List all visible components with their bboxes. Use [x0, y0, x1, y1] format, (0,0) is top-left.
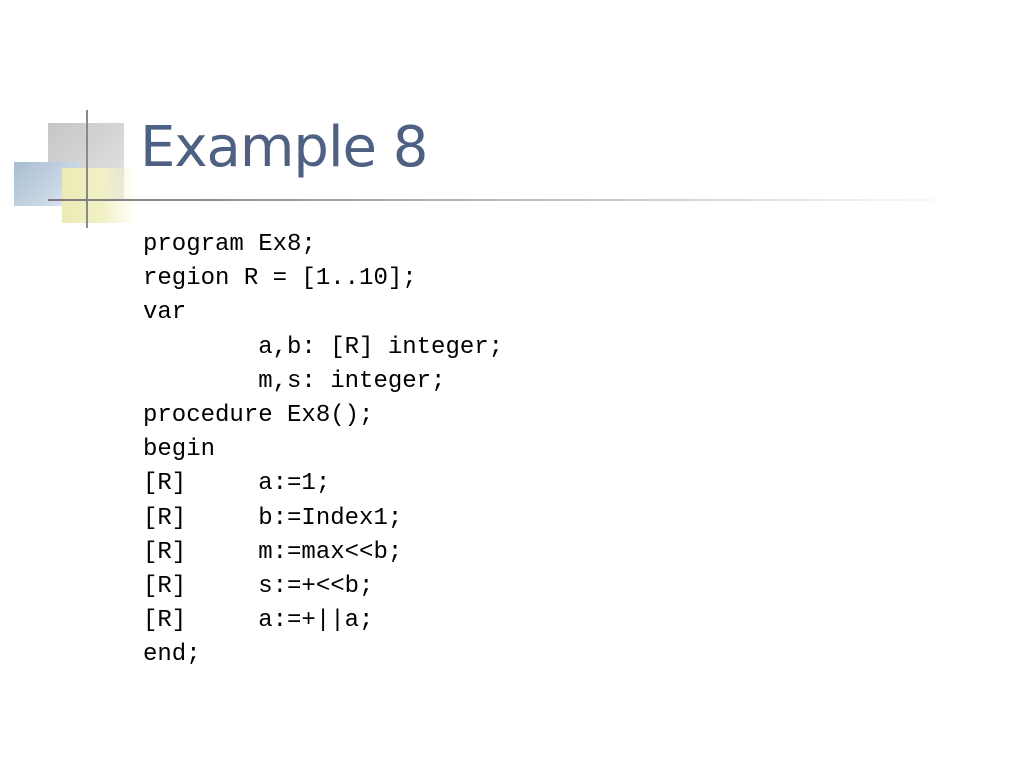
- code-line: a,b: [R] integer;: [143, 333, 504, 361]
- code-line: [R] a:=1;: [143, 470, 331, 498]
- code-line: [R] m:=max<<b;: [143, 538, 403, 566]
- code-line: end;: [143, 641, 201, 669]
- decorative-yellow-square: [62, 168, 136, 223]
- code-line: begin: [143, 436, 216, 464]
- decorative-vertical-line: [86, 110, 88, 228]
- slide-title: Example 8: [140, 115, 428, 180]
- code-line: program Ex8;: [143, 231, 316, 258]
- code-line: m,s: integer;: [143, 367, 446, 395]
- code-line: [R] s:=+<<b;: [143, 572, 374, 600]
- code-line: region R = [1..10];: [143, 265, 417, 293]
- code-listing: program Ex8; region R = [1..10]; var a,b…: [143, 228, 503, 672]
- code-line: var: [143, 299, 187, 327]
- title-underline: [48, 199, 968, 201]
- code-line: [R] a:=+||a;: [143, 607, 374, 635]
- code-line: procedure Ex8();: [143, 401, 374, 429]
- code-line: [R] b:=Index1;: [143, 504, 403, 532]
